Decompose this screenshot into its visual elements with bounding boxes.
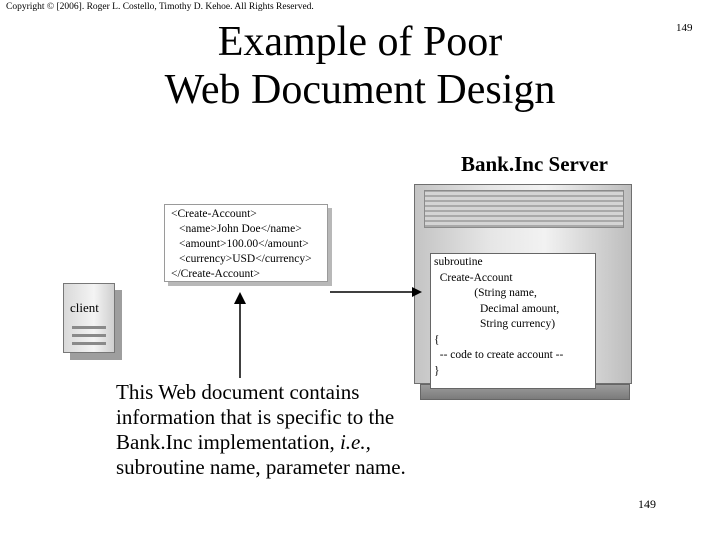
note-text-after: subroutine name, parameter name. xyxy=(116,455,406,479)
code-line: { xyxy=(434,333,440,346)
slide-title: Example of Poor Web Document Design xyxy=(120,18,600,114)
code-line: (String name, xyxy=(434,287,537,299)
arrow-up-icon xyxy=(234,292,246,378)
xml-line: <amount>100.00</amount> xyxy=(179,238,309,250)
code-line: Create-Account xyxy=(434,271,513,284)
xml-line: <name>John Doe</name> xyxy=(179,223,302,235)
explanation-note: This Web document contains information t… xyxy=(116,380,436,480)
server-vent-panel xyxy=(424,190,624,228)
title-line-2: Web Document Design xyxy=(164,67,556,113)
client-label: client xyxy=(70,300,99,315)
drive-slot xyxy=(72,326,106,329)
page-number-bottom: 149 xyxy=(638,497,656,511)
xml-line: <currency>USD</currency> xyxy=(179,253,312,265)
code-line: Decimal amount, xyxy=(434,302,560,315)
subroutine-code-box: subroutine Create-Account (String name, … xyxy=(430,253,596,389)
code-line: -- code to create account -- xyxy=(434,349,564,361)
xml-message-box: <Create-Account> <name>John Doe</name> <… xyxy=(164,204,328,282)
xml-line: <Create-Account> xyxy=(171,208,257,220)
code-line: String currency) xyxy=(434,318,556,330)
drive-slot xyxy=(72,342,106,345)
note-text-before: This Web document contains information t… xyxy=(116,380,395,454)
copyright-notice: Copyright © [2006]. Roger L. Costello, T… xyxy=(6,2,314,12)
code-line: subroutine xyxy=(434,256,483,268)
note-text-italic: i.e., xyxy=(339,430,371,454)
title-line-1: Example of Poor xyxy=(217,19,503,65)
xml-line: </Create-Account> xyxy=(171,268,260,280)
arrow-right-icon xyxy=(330,287,422,297)
code-line: } xyxy=(434,364,440,377)
client-machine-icon xyxy=(63,283,115,353)
server-label: Bank.Inc Server xyxy=(461,152,608,176)
drive-slot xyxy=(72,334,106,337)
page-number-top: 149 xyxy=(676,22,693,34)
